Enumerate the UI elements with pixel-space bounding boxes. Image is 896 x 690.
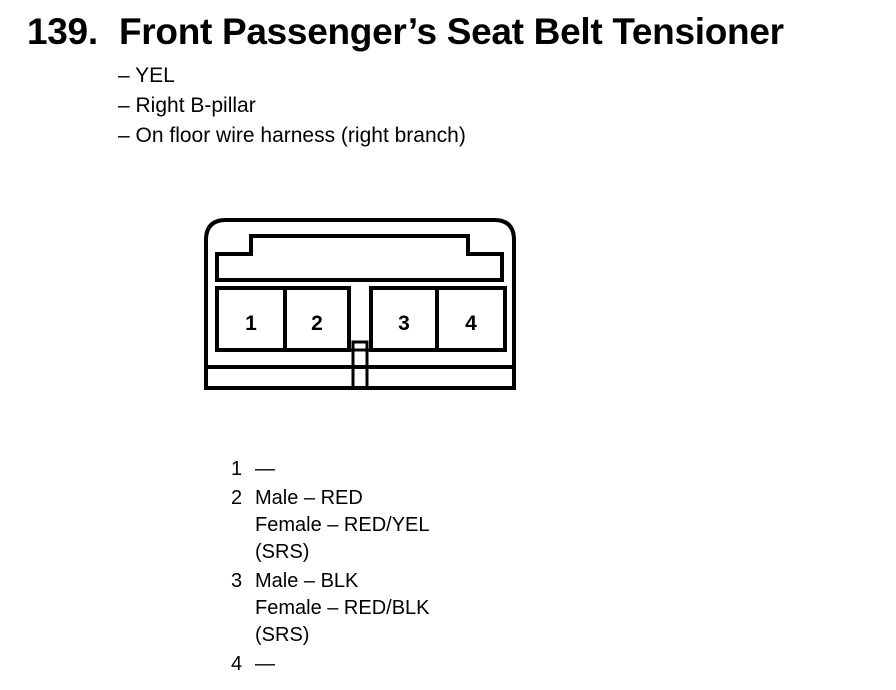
pin-item: 4 — [231,651,430,678]
connector-color: – YEL [118,64,175,87]
connector-details: – YEL – Right B-pillar – On floor wire h… [118,61,466,151]
pin-number: 4 [231,653,243,675]
item-number: 139. [27,11,98,52]
cavity-label-2: 2 [311,312,323,335]
cavity-4 [435,286,507,352]
pin-description: Male – BLK Female – RED/BLK (SRS) [255,570,430,646]
pin-description: — [255,458,275,480]
connector-lock-tab [215,234,504,282]
connector-harness: – On floor wire harness (right branch) [118,124,466,147]
pin-item: 1 — [231,456,430,483]
connector-center-key [351,340,369,390]
cavity-label-4: 4 [465,312,477,335]
cavity-label-1: 1 [245,312,257,335]
cavity-2 [283,286,351,352]
pin-description: Male – RED Female – RED/YEL (SRS) [255,487,430,563]
pin-list: 1 — 2 Male – RED Female – RED/YEL (SRS) … [231,456,430,680]
pin-number: 2 [231,487,243,509]
connector-housing [204,218,516,390]
connector-name: Front Passenger’s Seat Belt Tensioner [119,11,784,52]
pin-item: 2 Male – RED Female – RED/YEL (SRS) [231,485,430,566]
pin-number: 1 [231,458,243,480]
connector-diagram: 1 2 3 4 [204,218,516,390]
pin-item: 3 Male – BLK Female – RED/BLK (SRS) [231,568,430,649]
connector-location: – Right B-pillar [118,94,256,117]
cavity-label-3: 3 [398,312,410,335]
pin-description: — [255,653,275,675]
page-title: 139. Front Passenger’s Seat Belt Tensione… [27,8,784,56]
pin-number: 3 [231,570,243,592]
